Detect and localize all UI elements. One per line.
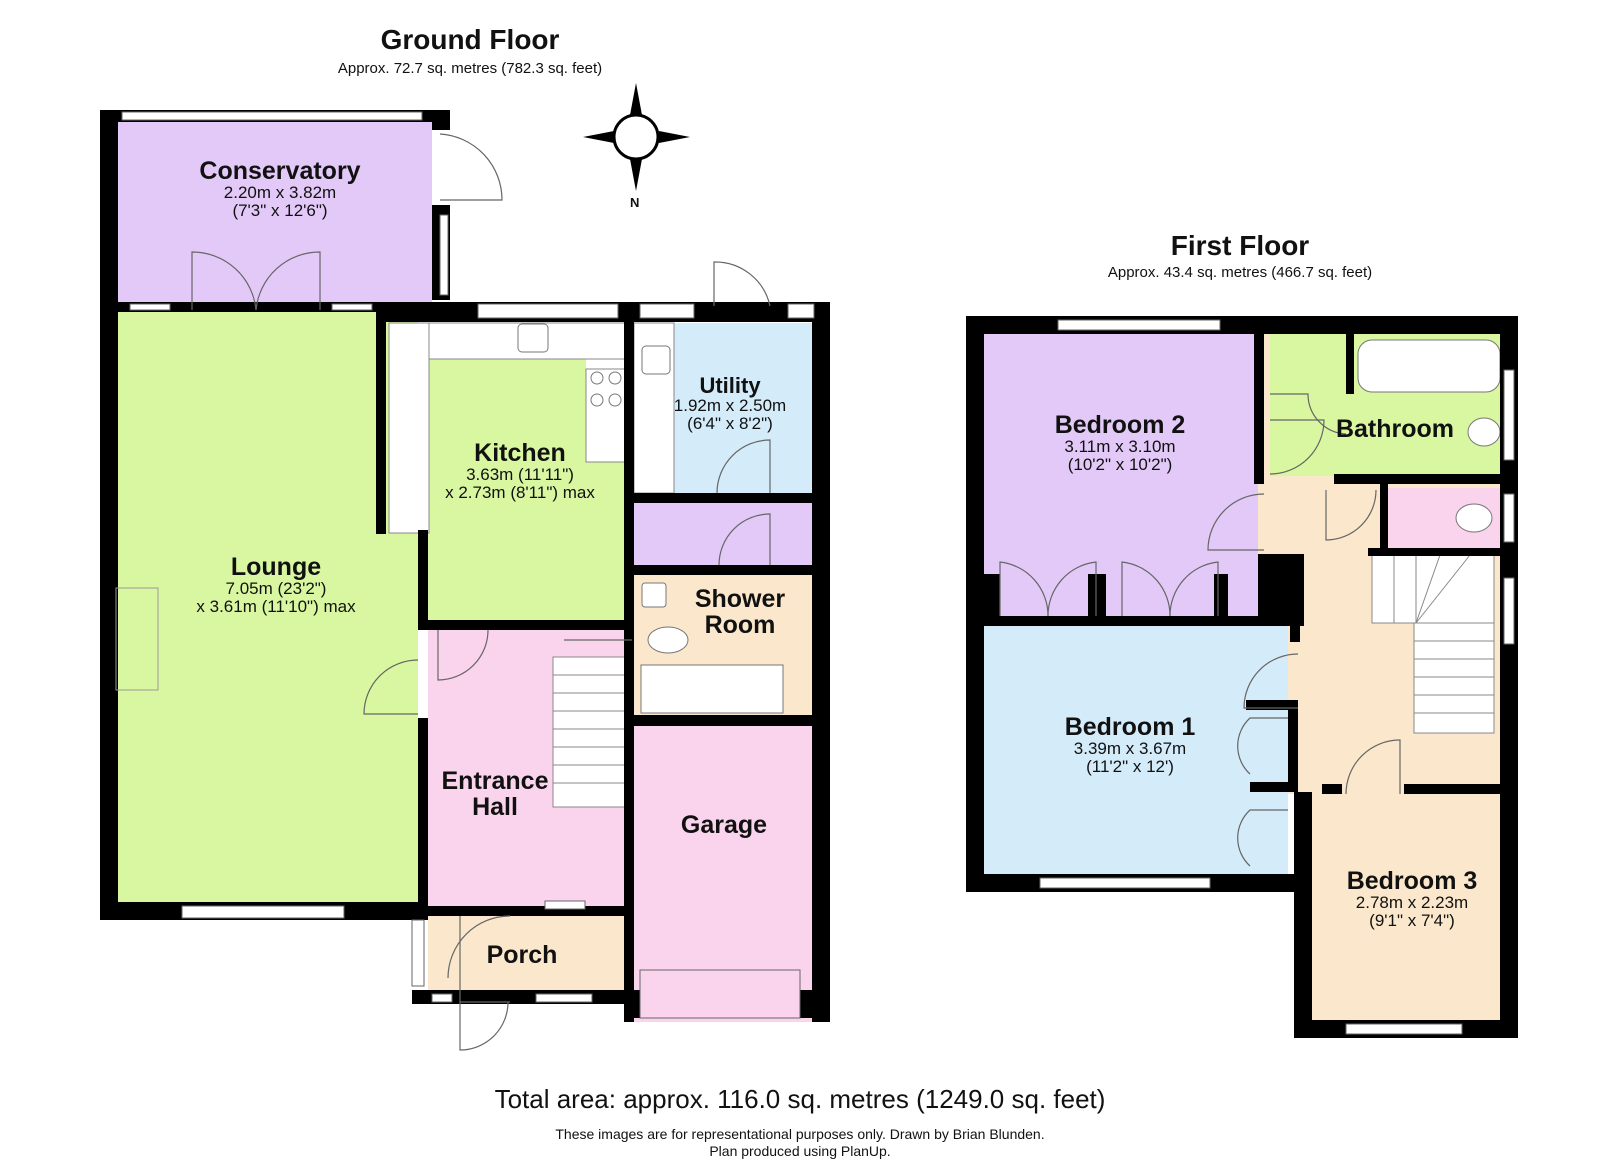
stairs-first xyxy=(1371,554,1495,624)
bedroom2-label: Bedroom 2 3.11m x 3.10m (10'2" x 10'2") xyxy=(1010,412,1230,474)
shower-room-name1: Shower xyxy=(694,585,786,613)
bedroom3-dim2: (9'1" x 7'4") xyxy=(1369,911,1455,931)
first-floor-area: Approx. 43.4 sq. metres (466.7 sq. feet) xyxy=(1107,264,1373,281)
bathroom-basin xyxy=(1467,417,1501,447)
lounge-name: Lounge xyxy=(230,553,322,581)
ground-floor-windows xyxy=(115,111,815,1019)
utility-dim2: (6'4" x 8'2") xyxy=(687,413,773,433)
conservatory-dim1: 2.20m x 3.82m xyxy=(223,183,337,203)
lounge-dim1: 7.05m (23'2") xyxy=(225,579,327,599)
compass-north-label: N xyxy=(630,195,640,210)
stairs-ground xyxy=(552,656,633,808)
ground-floor-area: Approx. 72.7 sq. metres (782.3 sq. feet) xyxy=(337,60,603,77)
kitchen-label: Kitchen 3.63m (11'11") x 2.73m (8'11") m… xyxy=(410,440,630,502)
total-area: Total area: approx. 116.0 sq. metres (12… xyxy=(494,1084,1106,1114)
kitchen-dim1: 3.63m (11'11") xyxy=(466,465,574,485)
entrance-hall-name2: Hall xyxy=(472,793,518,822)
shower-tray xyxy=(640,664,784,714)
lounge-fill xyxy=(116,312,418,906)
utility-name: Utility xyxy=(699,373,761,398)
bedroom1-dim2: (11'2" x 12') xyxy=(1086,757,1174,777)
ground-floor-door-swings xyxy=(191,133,771,1051)
garage-name: Garage xyxy=(680,811,768,839)
first-floor-title: First Floor xyxy=(1170,230,1310,261)
bedroom3-fill xyxy=(1312,794,1512,1022)
kitchen-name: Kitchen xyxy=(474,439,566,467)
entrance-hall-label: Entrance Hall xyxy=(420,768,570,821)
utility-dim1: 1.92m x 2.50m xyxy=(673,396,787,416)
kitchen-dim2: x 2.73m (8'11") max xyxy=(445,483,595,503)
kitchen-unit-left xyxy=(388,322,430,534)
bathroom-name: Bathroom xyxy=(1335,415,1455,443)
bedroom1-name: Bedroom 1 xyxy=(1064,713,1196,741)
porch-fill xyxy=(428,914,624,1002)
first-floor-windows xyxy=(1039,319,1515,1035)
disclaimer-line2: Plan produced using PlanUp. xyxy=(709,1143,891,1159)
lobby-fill xyxy=(634,503,812,565)
stairs-first-flight xyxy=(1413,622,1495,734)
bathroom-label: Bathroom xyxy=(1320,415,1470,443)
kitchen-fill xyxy=(426,359,632,620)
conservatory-fill xyxy=(116,122,432,312)
wc-pan xyxy=(1455,503,1493,533)
conservatory-name: Conservatory xyxy=(199,157,361,185)
bedroom3-dim1: 2.78m x 2.23m xyxy=(1355,893,1469,913)
ground-floor-title: Ground Floor xyxy=(380,24,560,55)
compass-rose-icon xyxy=(583,83,690,191)
bedroom3-label: Bedroom 3 2.78m x 2.23m (9'1" x 7'4") xyxy=(1312,868,1512,930)
bath-tub xyxy=(1357,339,1501,393)
disclaimer-line1: These images are for representational pu… xyxy=(555,1126,1045,1142)
lounge-dim2: x 3.61m (11'10") max xyxy=(196,597,356,617)
bedroom2-dim2: (10'2" x 10'2") xyxy=(1067,455,1173,475)
porch-name: Porch xyxy=(486,941,558,969)
conservatory-dim2: (7'3" x 12'6") xyxy=(232,201,328,221)
shower-room-label: Shower Room xyxy=(680,586,800,639)
kitchen-hob xyxy=(585,368,627,463)
bedroom2-name: Bedroom 2 xyxy=(1054,411,1186,439)
first-floor-door-swings xyxy=(999,393,1401,867)
entrance-hall-name1: Entrance xyxy=(441,767,549,795)
utility-label: Utility 1.92m x 2.50m (6'4" x 8'2") xyxy=(650,374,810,433)
porch-label: Porch xyxy=(462,941,582,969)
bedroom1-dim1: 3.39m x 3.67m xyxy=(1073,739,1187,759)
conservatory-label: Conservatory 2.20m x 3.82m (7'3" x 12'6"… xyxy=(160,158,400,220)
stair-treads-first xyxy=(1393,554,1494,714)
stair-treads-ground xyxy=(553,674,632,784)
ground-sanitaryware xyxy=(517,323,689,654)
bedroom3-name: Bedroom 3 xyxy=(1346,867,1478,895)
bedroom1-label: Bedroom 1 3.39m x 3.67m (11'2" x 12') xyxy=(1020,714,1240,776)
bedroom2-dim1: 3.11m x 3.10m xyxy=(1064,437,1176,457)
lounge-label: Lounge 7.05m (23'2") x 3.61m (11'10") ma… xyxy=(146,554,406,616)
shower-room-name2: Room xyxy=(704,611,776,640)
garage-label: Garage xyxy=(646,811,802,839)
